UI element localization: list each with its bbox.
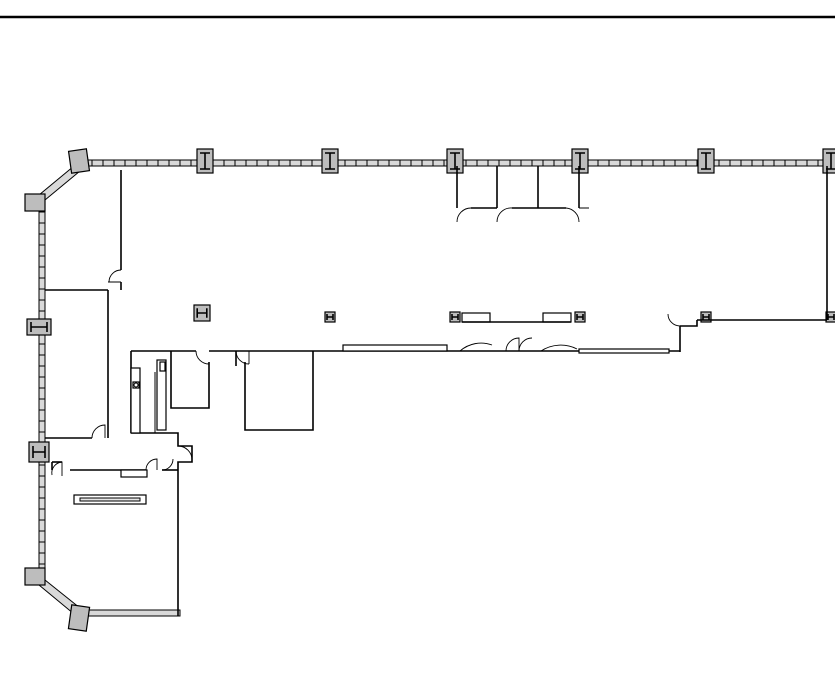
corner-column-nw bbox=[67, 148, 91, 174]
corner-column-w-lower bbox=[24, 567, 46, 586]
exterior-wall-west bbox=[38, 206, 46, 571]
column-h-symbol bbox=[28, 441, 50, 463]
column-i-symbol bbox=[321, 148, 339, 174]
column-h-symbol bbox=[825, 311, 835, 323]
column-i-symbol bbox=[822, 148, 835, 174]
corner-column-sw bbox=[67, 604, 91, 632]
column-i-symbol bbox=[196, 148, 214, 174]
exterior-wall-south bbox=[85, 609, 181, 617]
column-h-symbol bbox=[700, 311, 712, 323]
column-h-symbol bbox=[574, 311, 586, 323]
column-i-symbol bbox=[26, 318, 52, 336]
column-h-symbol bbox=[324, 311, 336, 323]
corner-column-w-upper bbox=[24, 193, 46, 212]
doors bbox=[51, 207, 681, 476]
counters bbox=[73, 312, 670, 505]
column-i-symbol bbox=[446, 148, 464, 174]
column-i-symbol bbox=[697, 148, 715, 174]
column-h-symbol bbox=[193, 304, 211, 322]
column-h-symbol bbox=[449, 311, 461, 323]
column-i-symbol bbox=[571, 148, 589, 174]
core-shafts bbox=[130, 359, 167, 434]
